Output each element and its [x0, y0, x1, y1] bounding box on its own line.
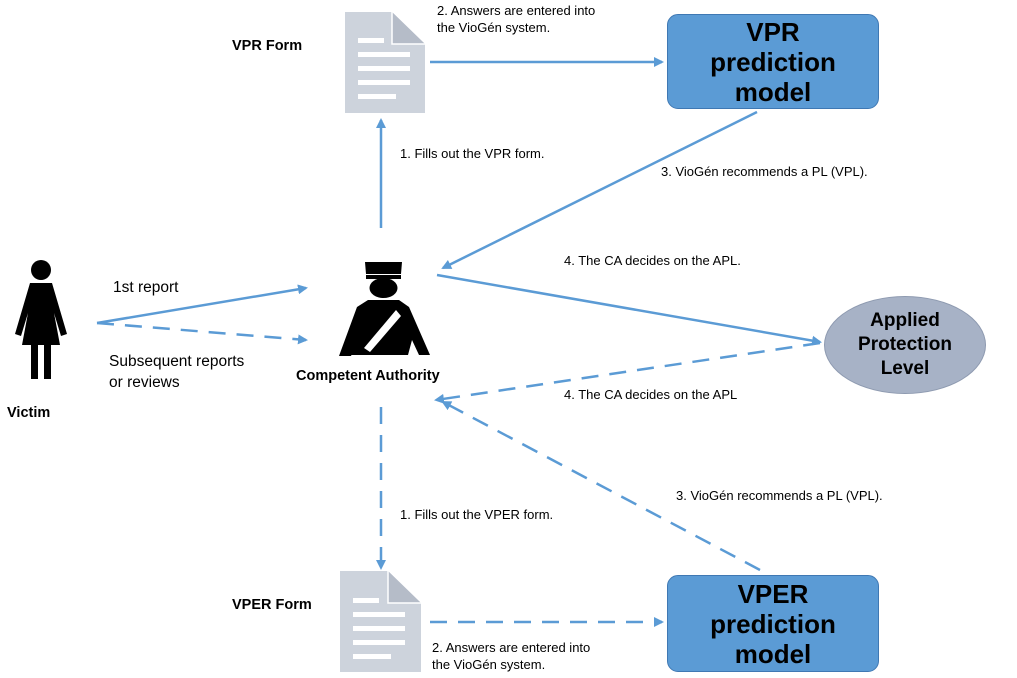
arrow-ca-to-apl — [436, 273, 822, 346]
applied-protection-level-ellipse: Applied Protection Level — [824, 296, 986, 394]
ca-decides-top-label: 4. The CA decides on the APL. — [564, 253, 741, 268]
vpr-form-label: VPR Form — [232, 38, 303, 54]
vper-entered-label-line1: 2. Answers are entered into — [432, 640, 591, 655]
arrow-vpr-model-to-ca — [441, 110, 758, 270]
vper-form-label: VPER Form — [232, 597, 312, 613]
victim-woman-icon — [15, 260, 67, 379]
vper-prediction-model-box: VPER prediction model — [667, 575, 879, 672]
vpr-entered-label-line2: the VioGén system. — [437, 20, 551, 35]
vpr-prediction-model-box: VPR prediction model — [667, 14, 879, 109]
vper-entered-label-line2: the VioGén system. — [432, 657, 546, 672]
arrow-subsequent-reports — [96, 321, 308, 345]
vpr-entered-label-line1: 2. Answers are entered into — [437, 3, 596, 18]
vpr-recommend-label: 3. VioGén recommends a PL (VPL). — [661, 164, 868, 179]
competent-authority-label: Competent Authority — [296, 368, 440, 384]
competent-authority-officer-icon — [339, 262, 430, 356]
vper-fill-label: 1. Fills out the VPER form. — [400, 507, 554, 522]
arrow-first-report — [96, 284, 308, 325]
vper-recommend-label: 3. VioGén recommends a PL (VPL). — [676, 488, 883, 503]
subsequent-reports-label-line2: or reviews — [109, 374, 180, 391]
subsequent-reports-label-line1: Subsequent reports — [109, 353, 245, 370]
vpr-fill-label: 1. Fills out the VPR form. — [400, 146, 545, 161]
vper-form-document-icon — [340, 571, 421, 672]
vpr-form-document-icon — [345, 12, 425, 113]
victim-label: Victim — [7, 405, 51, 421]
arrow-vper-model-to-ca — [441, 400, 761, 572]
ca-decides-bottom-label: 4. The CA decides on the APL — [564, 387, 738, 402]
arrow-apl-to-ca — [434, 341, 821, 404]
first-report-label: 1st report — [113, 279, 179, 296]
